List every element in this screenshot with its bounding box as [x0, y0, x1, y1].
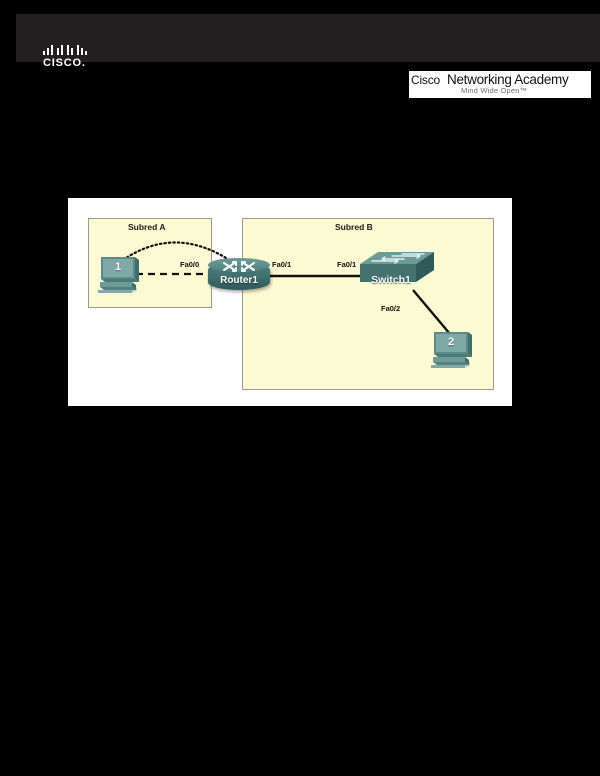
subnet-b-title: Subred B — [335, 222, 373, 232]
cisco-bridge-bars-icon — [43, 45, 89, 55]
port-label-router-fa00: Fa0/0 — [180, 260, 200, 269]
pc-icon — [98, 257, 139, 293]
port-label-switch-fa01: Fa0/1 — [337, 260, 357, 269]
pc-icon — [431, 332, 472, 368]
port-label-switch-fa02: Fa0/2 — [381, 304, 401, 313]
device-router-1[interactable]: Router1 — [208, 258, 270, 294]
router-label: Router1 — [220, 275, 258, 286]
network-topology-diagram: Subred A Subred B Fa0/0 Fa0/1 Fa0/1 Fa0/… — [68, 198, 512, 406]
academy-cisco-label: Cisco — [411, 73, 441, 87]
switch-label: Switch1 — [371, 274, 411, 286]
networking-academy-banner: Cisco Networking Academy Mind Wide Open™ — [409, 71, 591, 98]
cisco-wordmark: CISCO. — [43, 57, 86, 69]
subnet-a-title: Subred A — [128, 222, 166, 232]
academy-title-row: Cisco Networking Academy — [409, 71, 591, 87]
header-band: CISCO. — [16, 14, 600, 69]
switch-icon — [360, 252, 434, 282]
academy-program-label: Networking Academy — [447, 72, 569, 87]
router-arrows-icon — [223, 261, 255, 272]
pc-1-label: 1 — [114, 261, 122, 273]
device-pc-2[interactable]: 2 — [431, 329, 475, 371]
cisco-logo-icon: CISCO. — [43, 45, 93, 69]
device-pc-1[interactable]: 1 — [98, 254, 142, 296]
device-switch-1[interactable]: Switch1 — [358, 250, 436, 294]
router-top — [208, 258, 270, 272]
port-label-router-fa01: Fa0/1 — [272, 260, 292, 269]
academy-tagline: Mind Wide Open™ — [461, 86, 528, 95]
pc-2-label: 2 — [447, 336, 455, 348]
